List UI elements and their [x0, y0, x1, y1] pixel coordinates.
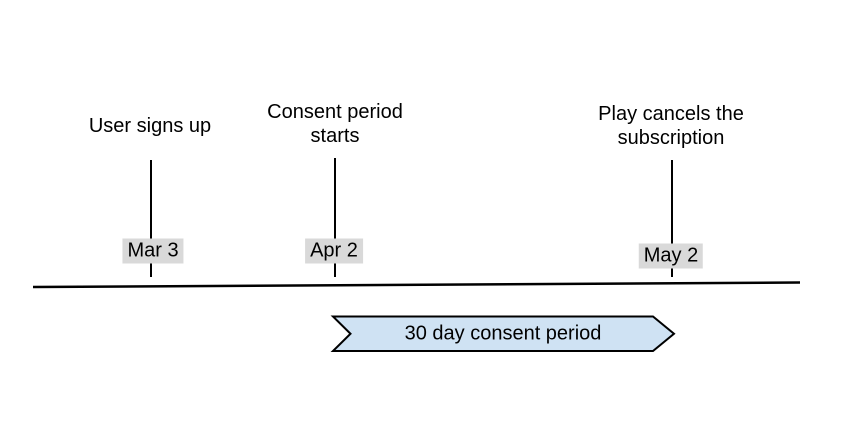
event-title-cancel: Play cancels the subscription [598, 103, 744, 149]
event-title-consent-start: Consent period starts [267, 101, 403, 147]
consent-period-banner-label: 30 day consent period [404, 322, 602, 345]
timeline-axis-line [32, 281, 801, 289]
event-date-signup: Mar 3 [122, 238, 184, 264]
consent-period-banner-shape [330, 315, 676, 352]
event-title-signup: User signs up [88, 115, 212, 137]
event-date-consent-start: Apr 2 [305, 238, 363, 264]
event-date-cancel: May 2 [638, 243, 704, 269]
